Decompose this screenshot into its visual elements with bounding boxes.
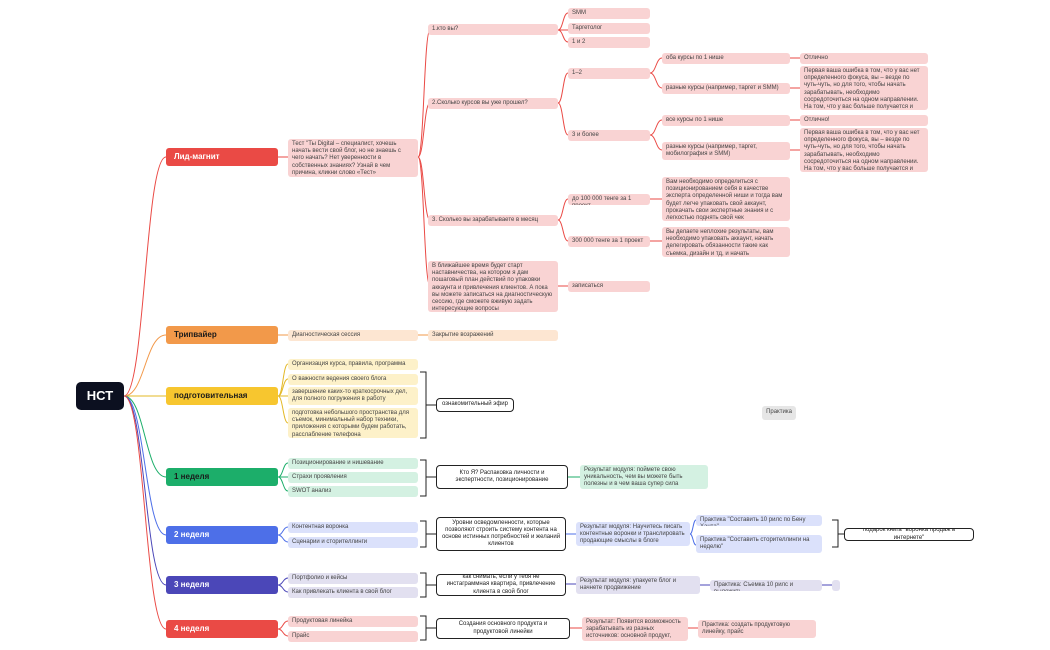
q2-a2-same-niche-result[interactable]: Отлично!: [800, 115, 928, 126]
q2-a1-different-result[interactable]: Первая ваша ошибка в том, что у вас нет …: [800, 66, 928, 110]
w2-gift-book[interactable]: подарок книга "воронка продаж в интернет…: [844, 528, 974, 541]
q1-answer-target[interactable]: Таргетолог: [568, 23, 650, 34]
w2-practice-reels[interactable]: Практика "Составить 10 рилс по Бену Хант…: [696, 515, 822, 526]
w4-result[interactable]: Результат: Появится возможность зарабаты…: [582, 617, 688, 641]
w3-item-portfolio[interactable]: Портфолио и кейсы: [288, 573, 418, 584]
root-node[interactable]: НСТ: [76, 382, 124, 410]
prep-item-finish-tasks[interactable]: завершение каких-то краткосрочных дел, д…: [288, 387, 418, 405]
q3-answer-100k[interactable]: до 100 000 тенге за 1 проект: [568, 194, 650, 205]
w1-lesson[interactable]: Кто Я? Распаковка личности и экспертност…: [436, 465, 568, 489]
w1-item-fears[interactable]: Страхи проявления: [288, 472, 418, 483]
prep-item-blog-importance[interactable]: О важности ведения своего блога: [288, 374, 418, 385]
q2-a1-same-niche[interactable]: оба курсы по 1 нише: [662, 53, 790, 64]
q2-answer-3-plus[interactable]: 3 и более: [568, 130, 650, 141]
question-1[interactable]: 1.кто вы?: [428, 24, 558, 35]
w1-item-swot[interactable]: SWOT анализ: [288, 486, 418, 497]
w4-practice[interactable]: Практика: создать продуктовую линейку, п…: [698, 620, 816, 638]
q2-answer-1-2[interactable]: 1–2: [568, 68, 650, 79]
branch-prep-week[interactable]: подготовительная неделя: [166, 387, 278, 405]
w1-result[interactable]: Результат модуля: поймете свою уникально…: [580, 465, 708, 489]
w3-empty-node[interactable]: [832, 580, 840, 591]
w3-item-attract-clients[interactable]: Как привлекать клиента в свой блог: [288, 587, 418, 598]
q2-a2-different[interactable]: разные курсы (например, таргет, мобилогр…: [662, 142, 790, 160]
test-node[interactable]: Тест "Ты Digital – специалист, хочешь на…: [288, 139, 418, 177]
w2-practice-storytelling[interactable]: Практика "Составить сторителлинги на нед…: [696, 535, 822, 553]
question-2[interactable]: 2.Сколько курсов вы уже прошел?: [428, 98, 558, 109]
signup-node[interactable]: записаться: [568, 281, 650, 292]
w1-item-positioning[interactable]: Позиционирование и нишевание: [288, 458, 418, 469]
q2-a2-different-result[interactable]: Первая ваша ошибка в том, что у вас нет …: [800, 128, 928, 172]
w4-item-price[interactable]: Прайс: [288, 631, 418, 642]
q2-a1-different[interactable]: разные курсы (например, таргет и SMM): [662, 83, 790, 94]
w2-result[interactable]: Результат модуля: Научитесь писать конте…: [576, 522, 690, 546]
q3-answer-300k[interactable]: 300 000 тенге за 1 проект: [568, 236, 650, 247]
q3-answer-100k-result[interactable]: Вам необходимо определиться с позиционир…: [662, 177, 790, 221]
q2-a1-same-niche-result[interactable]: Отлично: [800, 53, 928, 64]
w2-item-scripts[interactable]: Сценарии и сторителлинги: [288, 537, 418, 548]
branch-week-4[interactable]: 4 неделя: [166, 620, 278, 638]
question-3[interactable]: 3. Сколько вы зарабатываете в месяц: [428, 215, 558, 226]
w3-lesson[interactable]: как снимать, если у тебя не инстаграммна…: [436, 574, 566, 596]
tripwire-objections[interactable]: Закрытие возражений: [428, 330, 558, 341]
w3-practice[interactable]: Практика: Съемка 10 рилс и выложить: [710, 580, 822, 591]
w3-result[interactable]: Результат модуля: упакуете блог и начнет…: [576, 576, 700, 594]
prep-lesson[interactable]: ознакомительный эфир: [436, 398, 514, 412]
q1-answer-both[interactable]: 1 и 2: [568, 37, 650, 48]
q1-answer-smm[interactable]: SMM: [568, 8, 650, 19]
w2-item-content-funnel[interactable]: Контентная воронка: [288, 522, 418, 533]
prep-item-organization[interactable]: Организация курса, правила, программа: [288, 359, 418, 370]
w4-item-product-line[interactable]: Продуктовая линейка: [288, 616, 418, 627]
branch-week-3[interactable]: 3 неделя: [166, 576, 278, 594]
branch-week-2[interactable]: 2 неделя: [166, 526, 278, 544]
w4-lesson[interactable]: Создания основного продукта и продуктово…: [436, 618, 570, 639]
q2-a2-same-niche[interactable]: все курсы по 1 нише: [662, 115, 790, 126]
q3-answer-300k-result[interactable]: Вы делаете неплохие результаты, вам необ…: [662, 227, 790, 257]
w2-lesson[interactable]: Уровни осведомленности, которые позволяю…: [436, 517, 566, 551]
practice-node[interactable]: Практика: [762, 406, 796, 420]
branch-week-1[interactable]: 1 неделя: [166, 468, 278, 486]
tripwire-diagnostic-session[interactable]: Диагностическая сессия: [288, 330, 418, 341]
announcement-node[interactable]: В ближайшее время будет старт наставниче…: [428, 261, 558, 312]
branch-tripwire[interactable]: Трипвайер: [166, 326, 278, 344]
branch-lead-magnet[interactable]: Лид-магнит: [166, 148, 278, 166]
prep-item-space-setup[interactable]: подготовка небольшого пространства для с…: [288, 408, 418, 438]
